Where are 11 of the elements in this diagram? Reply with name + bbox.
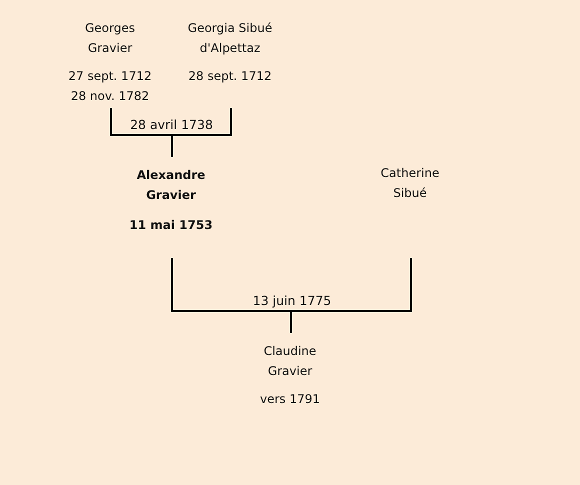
person-name: Georges Gravier — [84, 20, 136, 57]
family-connector — [171, 108, 232, 157]
family-connector — [290, 258, 412, 333]
person-name: Georgia Sibué d'Alpettaz — [186, 20, 274, 57]
person-name: Catherine Sibué — [380, 165, 440, 202]
person-name: Claudine Gravier — [262, 343, 318, 380]
person-name: Alexandre Gravier — [136, 167, 206, 204]
life-dates: 28 sept. 1712 — [187, 68, 273, 85]
life-dates: 27 sept. 1712 28 nov. 1782 — [67, 68, 153, 105]
life-dates: vers 1791 — [258, 391, 322, 408]
life-dates: 11 mai 1753 — [128, 217, 214, 234]
